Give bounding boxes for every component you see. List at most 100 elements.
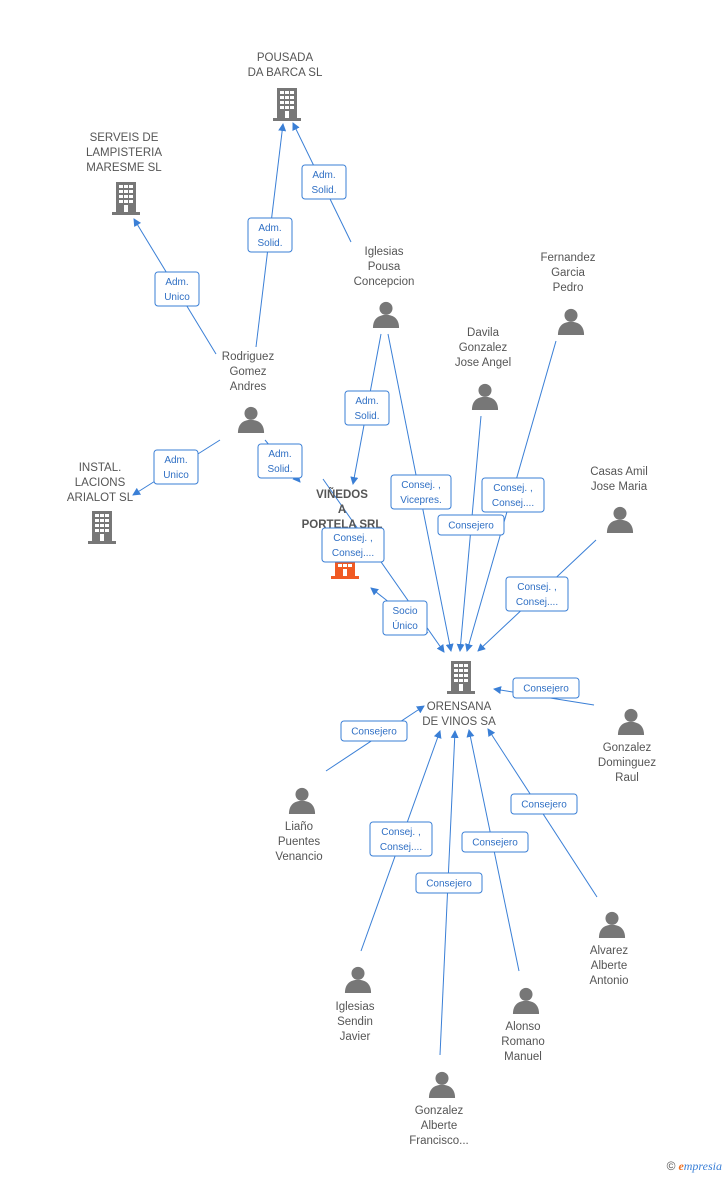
edge-label-e14[interactable]: Consejero — [340, 720, 408, 742]
edge-label-text: Consejero — [351, 727, 397, 738]
edge-label-text: Consej. ,Consej.... — [380, 827, 422, 853]
node-label-line: Javier — [340, 1031, 371, 1043]
edge-label-text: Consejero — [448, 521, 494, 532]
node-label-line: Manuel — [504, 1051, 542, 1063]
person-icon[interactable] — [606, 506, 634, 533]
edge-label-line: Consej. , — [517, 582, 556, 593]
edge-label-e5[interactable]: Adm.Solid. — [257, 443, 303, 479]
edge-label-line: Socio — [392, 606, 417, 617]
edge-label-e9[interactable]: Consejero — [437, 514, 505, 536]
person-icon[interactable] — [598, 911, 626, 938]
edge-label-box — [154, 271, 200, 307]
edge-label-e16[interactable]: Consej. ,Consej.... — [369, 821, 433, 857]
edge-label-text: Consejero — [521, 800, 567, 811]
edge-label-text: Adm.Solid. — [267, 449, 292, 475]
edge-label-e15[interactable]: Consejero — [510, 793, 578, 815]
node-label-line: Gonzalez — [603, 742, 652, 754]
node-label-line: A — [338, 504, 346, 516]
edge-label-e11[interactable]: Consej. , Consej.... — [505, 576, 569, 612]
edge-label-e10[interactable]: Consej. ,Consej.... — [321, 527, 385, 563]
node-label-line: Alonso — [505, 1021, 540, 1033]
edge-label-box — [369, 821, 433, 857]
edge-label-e3[interactable]: Adm.Unico — [154, 271, 200, 307]
building-icon[interactable] — [112, 182, 140, 215]
edge-label-line: Adm. — [355, 396, 378, 407]
edge-label-text: Consejero — [523, 684, 569, 695]
building-icon[interactable] — [88, 511, 116, 544]
node-label-line: Alberte — [591, 960, 627, 972]
person-icon[interactable] — [617, 708, 645, 735]
edge-labels: Adm.Solid.Adm.Solid.Adm.UnicoAdm.UnicoAd… — [153, 164, 580, 894]
edge-label-e18[interactable]: Consejero — [415, 872, 483, 894]
person-icon[interactable] — [557, 308, 585, 335]
person-icon[interactable] — [237, 406, 265, 433]
person-icon[interactable] — [428, 1071, 456, 1098]
edge-label-e1[interactable]: Adm.Solid. — [301, 164, 347, 200]
brand-letter: e — [678, 1159, 684, 1173]
person-icon[interactable] — [372, 301, 400, 328]
edge-label-e7[interactable]: Consej. ,Vicepres. — [390, 474, 452, 510]
node-label-line: Gonzalez — [415, 1105, 464, 1117]
edge-label-line: Consejero — [472, 838, 518, 849]
person-icon[interactable] — [288, 787, 316, 814]
edge-label-e13[interactable]: Consejero — [512, 677, 580, 699]
person-icon[interactable] — [471, 383, 499, 410]
edge-label-line: Consej.... — [516, 597, 558, 608]
edge-label-box — [461, 831, 529, 853]
edge-label-text: Consej. ,Vicepres. — [400, 480, 442, 506]
node-label-line: Puentes — [278, 836, 320, 848]
edge-label-box — [505, 576, 569, 612]
copyright-symbol: © — [666, 1159, 676, 1173]
edge-label-e6[interactable]: Adm. Solid. — [344, 390, 390, 426]
node-label-line: Pedro — [553, 282, 584, 294]
edge-label-text: Adm.Unico — [163, 455, 189, 481]
edge-label-line: Solid. — [354, 411, 379, 422]
node-label-line: Davila — [467, 327, 500, 339]
building-icon[interactable] — [447, 661, 475, 694]
building-icon[interactable] — [273, 88, 301, 121]
edge-label-box — [301, 164, 347, 200]
person-icon[interactable] — [344, 966, 372, 993]
node-label-line: POUSADA — [257, 52, 314, 64]
node-label-line: Alberte — [421, 1120, 457, 1132]
node-label-line: Gonzalez — [459, 342, 508, 354]
person-icon[interactable] — [512, 987, 540, 1014]
node-label-line: ARIALOT SL — [67, 492, 134, 504]
edge-label-e2[interactable]: Adm.Solid. — [247, 217, 293, 253]
edge-label-box — [512, 677, 580, 699]
edge-label-e4[interactable]: Adm.Unico — [153, 449, 199, 485]
edge-label-text: Consejero — [426, 879, 472, 890]
node-label-line: Sendin — [337, 1016, 373, 1028]
edge-label-line: Adm. — [164, 455, 187, 466]
edge-label-e8[interactable]: Consej. ,Consej.... — [481, 477, 545, 513]
edge-label-line: Adm. — [268, 449, 291, 460]
edge-label-line: Consej. , — [381, 827, 420, 838]
edge-label-line: Solid. — [311, 185, 336, 196]
edge-label-e17[interactable]: Consejero — [461, 831, 529, 853]
